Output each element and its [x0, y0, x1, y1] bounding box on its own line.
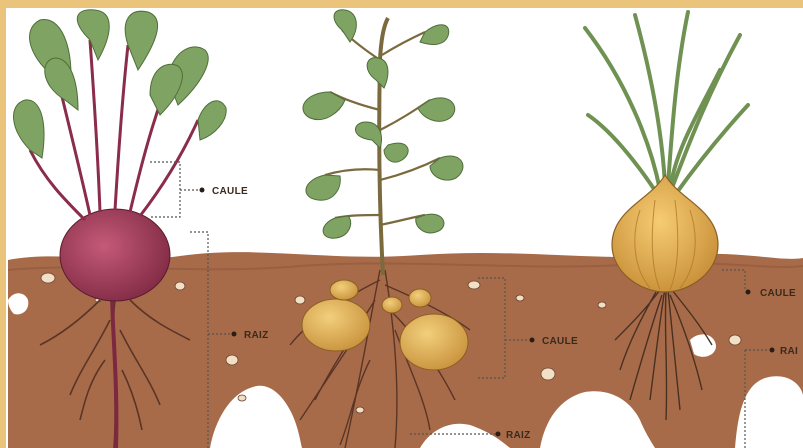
- beet-stem-label: CAULE: [212, 186, 248, 197]
- onion-root-label: RAI: [780, 346, 798, 357]
- potato-root-label: RAIZ: [506, 430, 531, 441]
- beet-root-label: RAIZ: [244, 330, 269, 341]
- onion-stem-label: CAULE: [760, 288, 796, 299]
- potato-stem-label: CAULE: [542, 336, 578, 347]
- beet-bulb: [60, 209, 170, 301]
